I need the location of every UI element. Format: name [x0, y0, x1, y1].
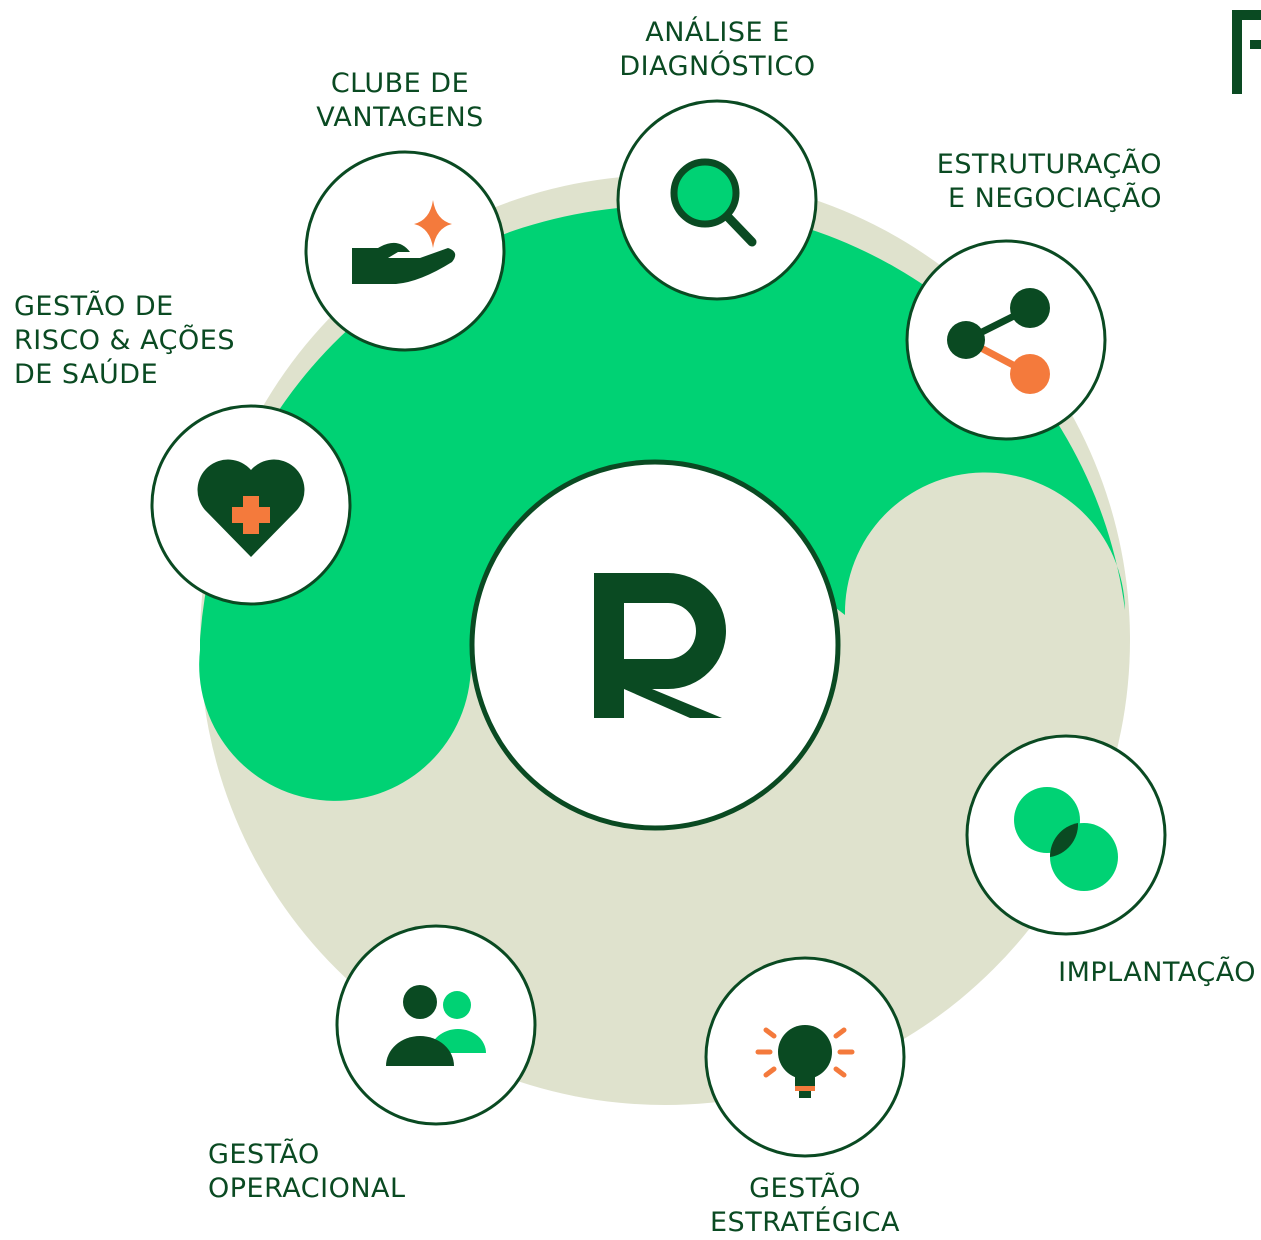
- label-line: DIAGNÓSTICO: [619, 51, 816, 82]
- label-line: RISCO & AÇÕES: [14, 325, 235, 356]
- overlapping-circles-icon: [1014, 787, 1118, 891]
- node-gestao-risco: [150, 404, 352, 606]
- label-line: IMPLANTAÇÃO: [1058, 957, 1256, 988]
- label-analise: ANÁLISE E DIAGNÓSTICO: [580, 16, 855, 84]
- label-line: OPERACIONAL: [208, 1173, 406, 1204]
- center-logo: [469, 459, 841, 831]
- label-line: ANÁLISE E: [645, 17, 790, 48]
- label-implantacao: IMPLANTAÇÃO: [980, 956, 1256, 990]
- hand-sparkle-icon: [352, 200, 456, 284]
- label-clube: CLUBE DE VANTAGENS: [270, 67, 530, 135]
- heart-plus-icon: [197, 459, 305, 557]
- label-line: CLUBE DE: [330, 68, 470, 99]
- node-implantacao: [965, 734, 1167, 936]
- people-icon: [386, 985, 486, 1066]
- label-gestao-risco: GESTÃO DE RISCO & AÇÕES DE SAÚDE: [14, 290, 304, 392]
- node-clube: [304, 150, 506, 352]
- node-estruturacao: [905, 239, 1107, 441]
- r-letter-icon: [594, 573, 726, 718]
- label-line: GESTÃO DE: [14, 291, 174, 322]
- share-nodes-icon: [947, 288, 1050, 394]
- label-line: ESTRUTURAÇÃO: [936, 149, 1162, 180]
- label-line: GESTÃO: [208, 1139, 320, 1170]
- node-gestao-estrategica: [704, 956, 906, 1158]
- corner-logo-mark: [1232, 10, 1261, 94]
- label-line: E NEGOCIAÇÃO: [948, 183, 1162, 214]
- node-analise: [616, 99, 818, 301]
- node-gestao-operacional: [335, 924, 537, 1126]
- label-line: VANTAGENS: [316, 102, 484, 133]
- label-estruturacao: ESTRUTURAÇÃO E NEGOCIAÇÃO: [850, 148, 1162, 216]
- label-line: DE SAÚDE: [14, 359, 159, 390]
- magnifier-icon: [670, 158, 757, 247]
- label-gestao-operacional: GESTÃO OPERACIONAL: [208, 1138, 478, 1206]
- label-line: ESTRATÉGICA: [710, 1207, 900, 1238]
- label-line: GESTÃO: [749, 1173, 861, 1204]
- lightbulb-icon: [755, 1025, 855, 1098]
- label-gestao-estrategica: GESTÃO ESTRATÉGICA: [670, 1172, 940, 1240]
